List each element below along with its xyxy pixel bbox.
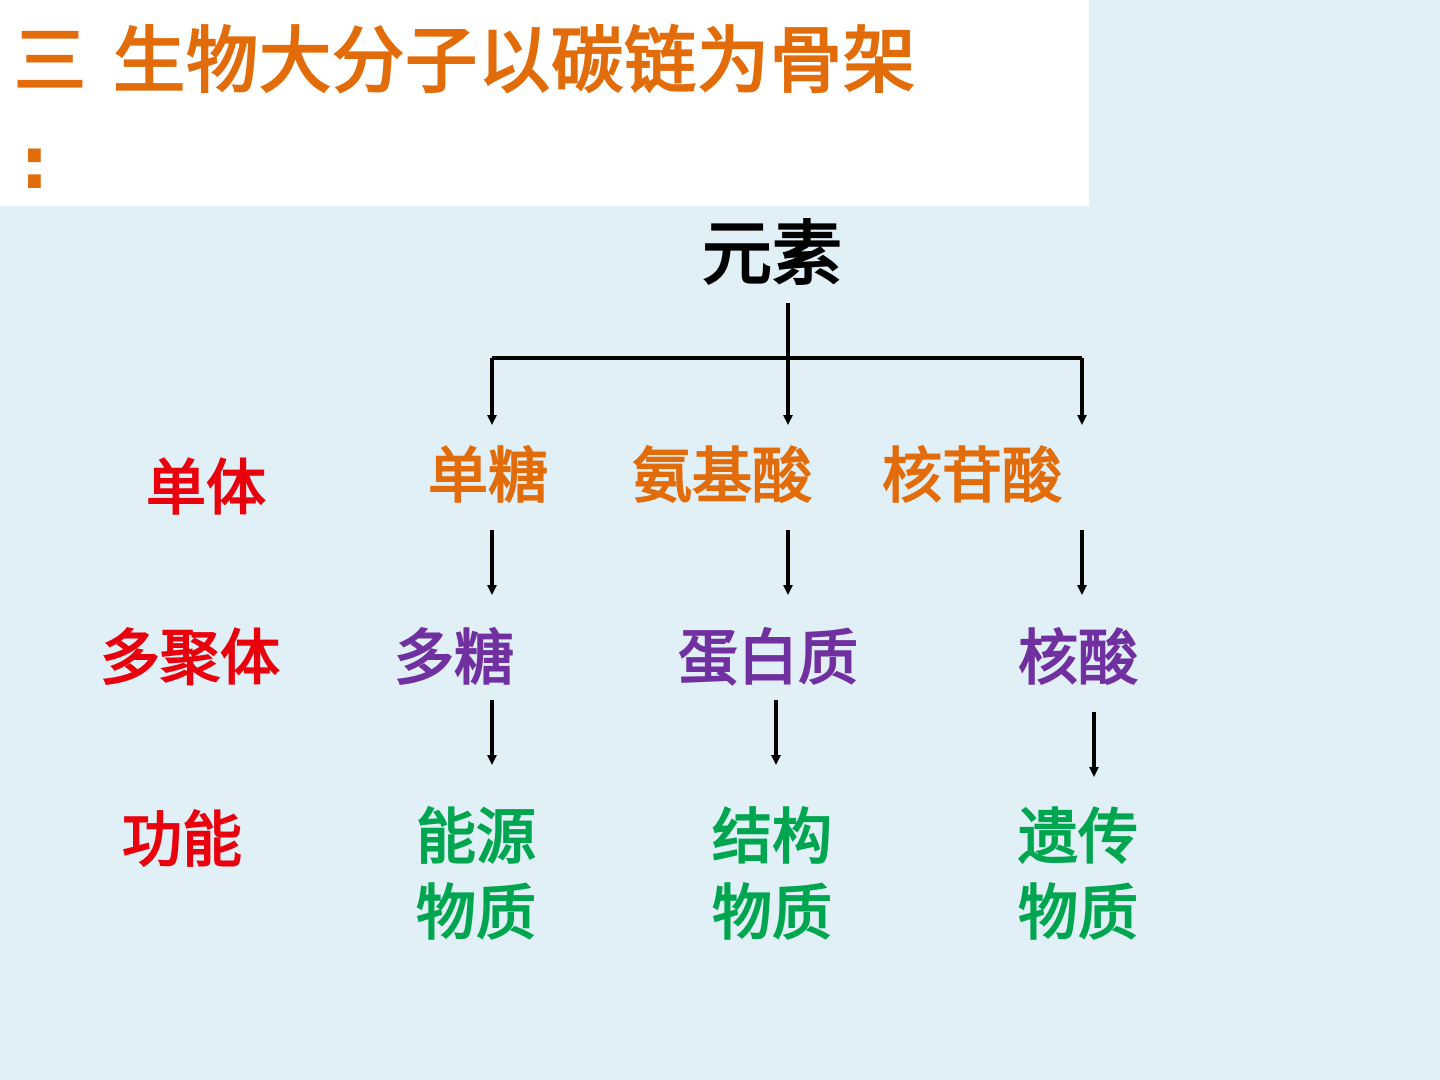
row-label-polymer: 多聚体: [100, 624, 280, 694]
row-label-monomer: 单体: [146, 454, 266, 524]
polymer-protein: 蛋白质: [678, 624, 858, 694]
monomer-amino-acid: 氨基酸: [632, 442, 812, 512]
slide-title: 三 生物大分子以碳链为骨架: [14, 19, 917, 103]
polymer-polysaccharide: 多糖: [394, 624, 514, 694]
polymer-nucleic-acid: 核酸: [1018, 624, 1138, 694]
function-energy-substance: 能源 物质: [416, 803, 536, 949]
root-node-elements: 元素: [702, 213, 842, 295]
row-label-function: 功能: [122, 806, 242, 876]
monomer-monosaccharide: 单糖: [428, 442, 548, 512]
function-structural-substance: 结构 物质: [712, 803, 832, 949]
monomer-nucleotide: 核苷酸: [882, 442, 1062, 512]
title-panel: 三 生物大分子以碳链为骨架 :: [0, 0, 1089, 206]
slide-title-colon: :: [20, 121, 49, 205]
function-genetic-substance: 遗传 物质: [1018, 803, 1138, 949]
